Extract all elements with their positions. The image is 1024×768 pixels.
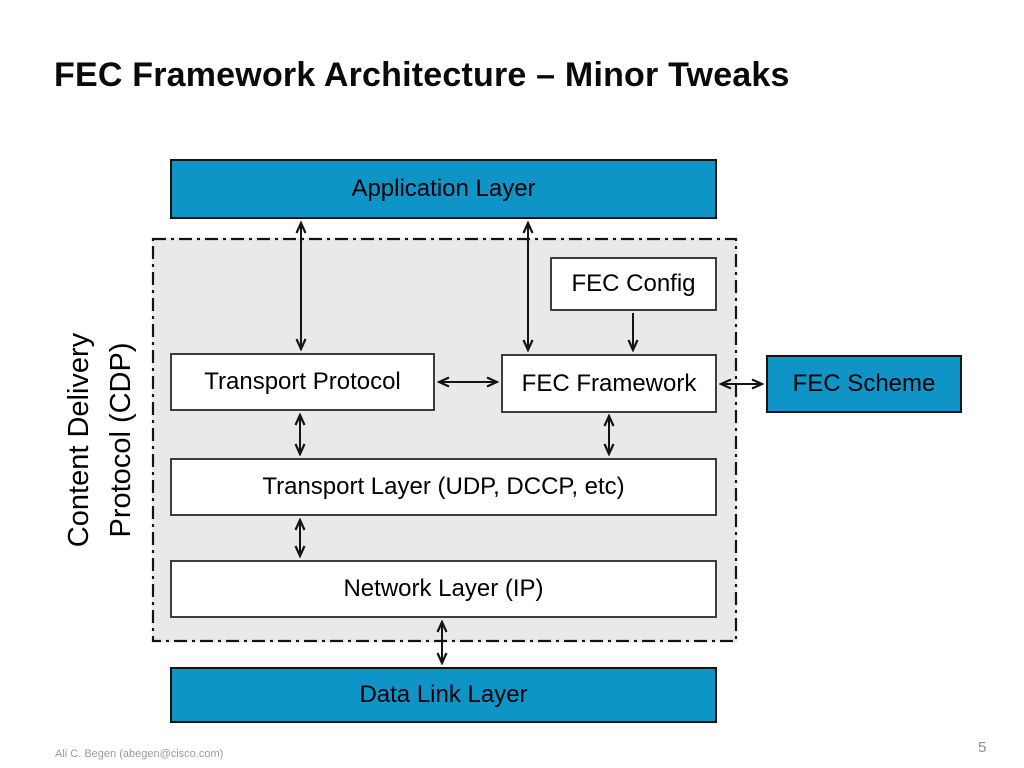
box-application-layer: Application Layer	[170, 159, 717, 219]
box-fec-scheme: FEC Scheme	[766, 355, 962, 413]
box-data-link-layer-label: Data Link Layer	[359, 681, 528, 708]
box-fec-framework-label: FEC Framework	[521, 369, 697, 397]
footer-author: Ali C. Begen (abegen@cisco.com)	[55, 748, 224, 760]
box-fec-framework: FEC Framework	[501, 354, 717, 413]
box-fec-scheme-label: FEC Scheme	[792, 370, 936, 397]
cdp-side-label: Content Delivery Protocol (CDP)	[63, 332, 137, 548]
box-fec-config: FEC Config	[550, 257, 717, 311]
page-number: 5	[978, 739, 987, 756]
box-transport-protocol: Transport Protocol	[170, 353, 435, 411]
box-transport-layer: Transport Layer (UDP, DCCP, etc)	[170, 458, 717, 516]
box-network-layer: Network Layer (IP)	[170, 560, 717, 618]
box-fec-config-label: FEC Config	[571, 270, 696, 297]
box-data-link-layer: Data Link Layer	[170, 667, 717, 723]
box-network-layer-label: Network Layer (IP)	[343, 575, 544, 602]
page-title: FEC Framework Architecture – Minor Tweak…	[54, 56, 790, 94]
box-transport-layer-label: Transport Layer (UDP, DCCP, etc)	[262, 473, 625, 500]
box-application-layer-label: Application Layer	[351, 175, 536, 202]
box-transport-protocol-label: Transport Protocol	[204, 368, 401, 395]
